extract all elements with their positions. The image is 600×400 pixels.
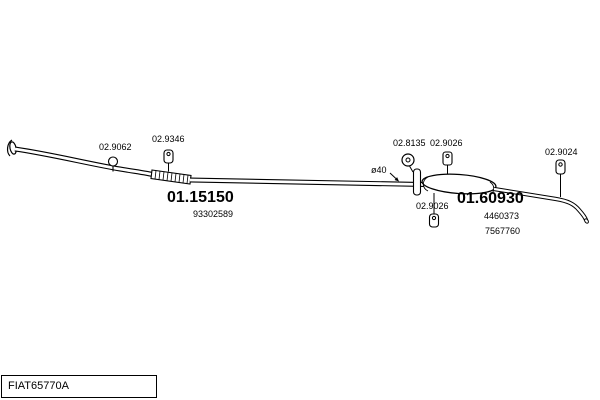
drawing-code: FIAT65770A — [8, 380, 69, 392]
label-clamp-bottom: 02.9026 — [416, 201, 449, 211]
middle-pipe — [189, 177, 425, 187]
drawing-code-box: FIAT65770A — [1, 375, 157, 398]
tail-pipe — [493, 186, 589, 224]
ring-clamp-icon — [401, 153, 415, 173]
rear-silencer — [421, 173, 497, 196]
label-rear-silencer-ref: 01.60930 — [457, 190, 524, 207]
label-hanger-front: 02.9346 — [152, 134, 185, 144]
flex-pipe-section — [150, 169, 192, 185]
label-mid-section-ref: 01.15150 — [167, 189, 234, 206]
bracket-icon-top — [442, 151, 453, 174]
diameter-arrow — [389, 172, 399, 182]
label-diameter: ø40 — [371, 165, 387, 175]
label-clamp-left: 02.9062 — [99, 142, 132, 152]
hanger-icon-front — [163, 149, 174, 172]
front-pipe — [14, 146, 156, 178]
label-mid-section-part: 93302589 — [193, 209, 234, 219]
label-hanger-rear: 02.9024 — [545, 147, 578, 157]
label-rear-silencer-part2: 7567760 — [485, 226, 521, 236]
hanger-icon-rear — [555, 159, 566, 197]
label-clamp-top: 02.9026 — [430, 138, 463, 148]
label-ring-clamp: 02.8135 — [393, 138, 426, 148]
hanger-icon-bottom — [428, 193, 440, 228]
label-rear-silencer-part1: 4460373 — [484, 211, 520, 221]
inlet-bracket-icon — [412, 168, 422, 196]
clamp-icon-left — [107, 156, 119, 172]
